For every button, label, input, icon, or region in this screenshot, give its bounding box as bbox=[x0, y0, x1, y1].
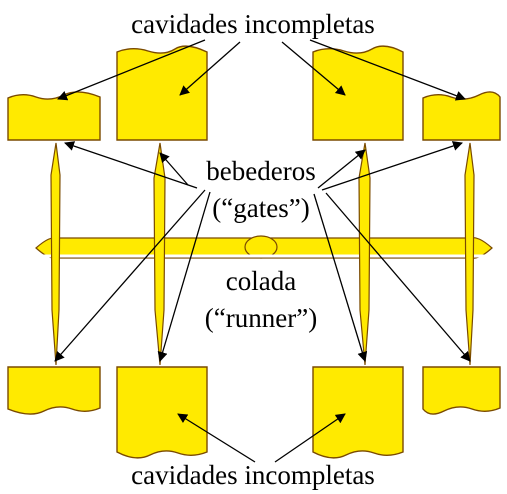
arrow-gate-1 bbox=[64, 141, 198, 189]
arrow-top-4 bbox=[309, 39, 466, 101]
label-gates-line1: bebederos bbox=[206, 156, 315, 186]
arrow-gate-7 bbox=[313, 193, 368, 362]
cavity-bottom-outer-right bbox=[422, 366, 501, 415]
gate-inner-left bbox=[153, 142, 166, 366]
label-runner-line1: colada bbox=[226, 266, 296, 296]
gate-outer-left bbox=[50, 142, 61, 366]
sprue bbox=[244, 235, 278, 259]
cavity-top-inner-left bbox=[116, 45, 208, 141]
arrow-gate-4 bbox=[157, 191, 211, 362]
label-bottom: cavidades incompletas bbox=[131, 460, 375, 490]
cavity-top-inner-right bbox=[312, 45, 404, 141]
gate-outer-right bbox=[464, 142, 475, 366]
cavity-top-outer-left bbox=[7, 91, 101, 141]
cavity-bottom-outer-left bbox=[7, 366, 101, 415]
arrow-gate-8 bbox=[325, 192, 471, 362]
arrow-bottom-2 bbox=[274, 413, 346, 463]
runner bbox=[35, 235, 493, 260]
arrow-top-3 bbox=[281, 41, 346, 96]
label-runner-line2: (“runner”) bbox=[205, 303, 317, 333]
gates bbox=[50, 142, 475, 366]
arrow-gate-2 bbox=[159, 152, 189, 186]
arrow-bottom-1 bbox=[177, 413, 256, 463]
arrow-top-1 bbox=[57, 39, 206, 101]
arrows bbox=[54, 39, 471, 463]
arrow-gate-6 bbox=[321, 141, 463, 191]
cavity-top-outer-right bbox=[422, 91, 501, 141]
cavity-bottom-inner-right bbox=[312, 366, 404, 459]
arrow-gate-5 bbox=[317, 149, 366, 189]
arrow-gate-3 bbox=[54, 189, 206, 362]
arrow-top-2 bbox=[179, 41, 241, 96]
cavity-bottom-inner-left bbox=[116, 366, 208, 459]
cavities bbox=[7, 45, 501, 459]
label-gates-line2: (“gates”) bbox=[212, 193, 309, 223]
label-top: cavidades incompletas bbox=[131, 9, 375, 39]
